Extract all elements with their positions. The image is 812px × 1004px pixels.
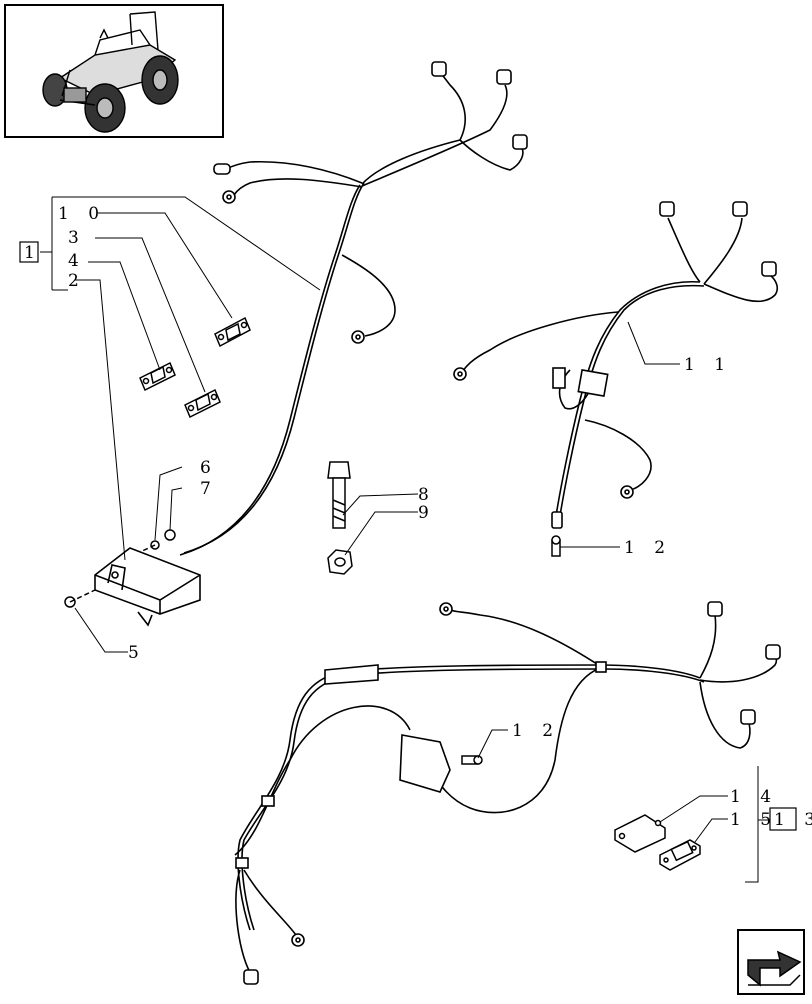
callout-2: 2 xyxy=(68,271,86,291)
callout-5: 5 xyxy=(128,643,146,663)
screw-12-upper xyxy=(551,535,561,557)
callout-box-1: 1 xyxy=(19,241,42,263)
fastener-parts xyxy=(64,529,176,608)
screw-12-lower xyxy=(461,755,483,765)
wiring-harness-11 xyxy=(453,201,778,529)
bolt-8 xyxy=(327,461,351,529)
callout-12-lower: 1 2 xyxy=(512,721,560,741)
callout-10: 1 0 xyxy=(58,204,106,224)
callout-11: 1 1 xyxy=(684,355,732,375)
callout-1: 1 xyxy=(24,243,42,263)
callout-13: 1 3 xyxy=(774,810,812,830)
callout-6: 6 xyxy=(200,458,218,478)
wire-clip-3 xyxy=(184,388,221,419)
callout-8: 8 xyxy=(418,485,436,505)
wire-clip-4 xyxy=(139,361,176,392)
callout-15: 1 5 xyxy=(730,810,778,830)
callout-box-13: 1 3 xyxy=(769,807,812,831)
tractor-thumbnail-icon[interactable] xyxy=(4,4,224,138)
callout-4: 4 xyxy=(68,251,86,271)
control-module xyxy=(94,547,201,627)
wire-clip-10 xyxy=(214,316,251,348)
callout-14: 1 4 xyxy=(730,787,778,807)
wiring-harness-13 xyxy=(234,601,781,985)
next-page-arrow-icon[interactable] xyxy=(737,929,805,995)
nut-9 xyxy=(327,549,353,575)
callout-9: 9 xyxy=(418,503,436,523)
leader-lines xyxy=(40,196,770,883)
wiring-harness-main xyxy=(179,61,528,556)
fuse-15 xyxy=(659,839,701,871)
callout-12-upper: 1 2 xyxy=(624,538,672,558)
callout-7: 7 xyxy=(200,479,218,499)
fuse-holder-14 xyxy=(614,814,666,853)
callout-3: 3 xyxy=(68,228,86,248)
